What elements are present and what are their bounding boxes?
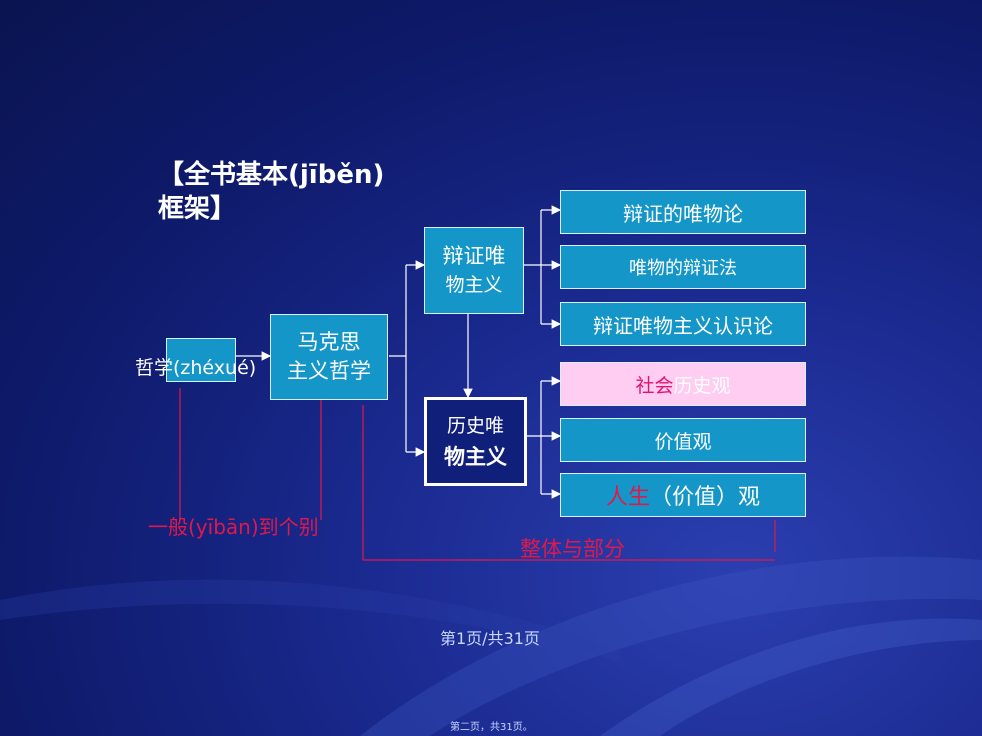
branch-dialectical-materialism: 辩证的唯物论 <box>560 190 806 234</box>
branch-social-history: 社会历史观 <box>560 362 806 406</box>
relation-whole-and-part: 整体与部分 <box>520 537 625 561</box>
title-line1: 【全书基本(jīběn) <box>158 160 385 190</box>
branch-epistemology: 辩证唯物主义认识论 <box>560 302 806 346</box>
slide-title: 【全书基本(jīběn) 框架】 <box>158 158 384 226</box>
marxist-line1: 马克思 <box>297 330 361 354</box>
b4-part1: 社会 <box>635 374 674 397</box>
branch-outlook-on-life: 人生（价值）观 <box>560 473 806 517</box>
dialectical-line2: 物主义 <box>445 273 503 296</box>
b4-part2: 历史观 <box>673 374 731 397</box>
marxist-philosophy-box: 马克思 主义哲学 <box>270 314 388 400</box>
page-footer: 第1页/共31页 <box>440 629 540 648</box>
philosophy-label: 哲学(zhéxué) <box>135 357 257 379</box>
title-line2: 框架】 <box>158 194 237 224</box>
historical-line1: 历史唯 <box>446 414 504 437</box>
dialectical-materialism-box: 辩证唯 物主义 <box>424 227 524 314</box>
b6-part2: （价值）观 <box>650 485 761 510</box>
dialectical-line1: 辩证唯 <box>442 243 506 268</box>
philosophy-box <box>166 338 236 382</box>
historical-materialism-box: 历史唯 物主义 <box>424 397 527 486</box>
branch-materialist-dialectics: 唯物的辩证法 <box>560 245 806 289</box>
branch-values: 价值观 <box>560 418 806 462</box>
historical-line2: 物主义 <box>444 444 507 469</box>
marxist-line2: 主义哲学 <box>287 359 371 383</box>
relation-general-to-individual: 一般(yībān)到个别 <box>148 515 319 539</box>
page-footer-small: 第二页，共31页。 <box>450 722 533 733</box>
b6-part1: 人生 <box>605 485 650 510</box>
